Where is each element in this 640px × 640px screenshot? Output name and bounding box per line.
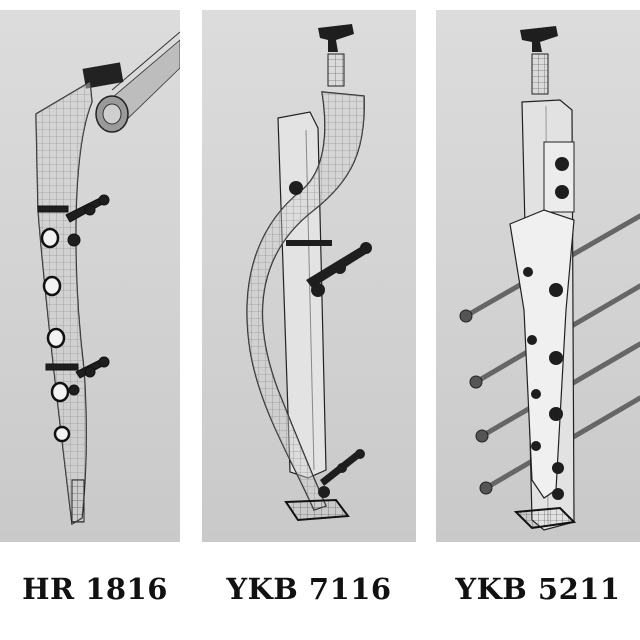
base-plate bbox=[284, 498, 350, 522]
baluster-render-2 bbox=[246, 24, 372, 522]
base-plate bbox=[71, 479, 85, 523]
product-label-1: HR 1816 bbox=[22, 572, 168, 606]
handrail-saddle bbox=[318, 24, 354, 87]
glass-clamps bbox=[286, 181, 372, 498]
curved-post bbox=[35, 80, 93, 526]
post-holes bbox=[40, 227, 71, 443]
rod-end-caps bbox=[459, 309, 493, 495]
handrail-saddle bbox=[520, 26, 558, 95]
product-label-2: YKB 7116 bbox=[226, 572, 392, 606]
baluster-render-1 bbox=[35, 31, 180, 526]
product-image-ykb-7116 bbox=[202, 10, 416, 542]
post-bolts bbox=[523, 157, 569, 500]
product-label-3: YKB 5211 bbox=[455, 572, 621, 606]
glass-clamps bbox=[37, 194, 110, 396]
product-image-ykb-5211 bbox=[436, 10, 640, 542]
base-plate bbox=[513, 506, 577, 530]
baluster-render-3 bbox=[459, 26, 640, 531]
product-image-hr-1816 bbox=[0, 10, 180, 542]
